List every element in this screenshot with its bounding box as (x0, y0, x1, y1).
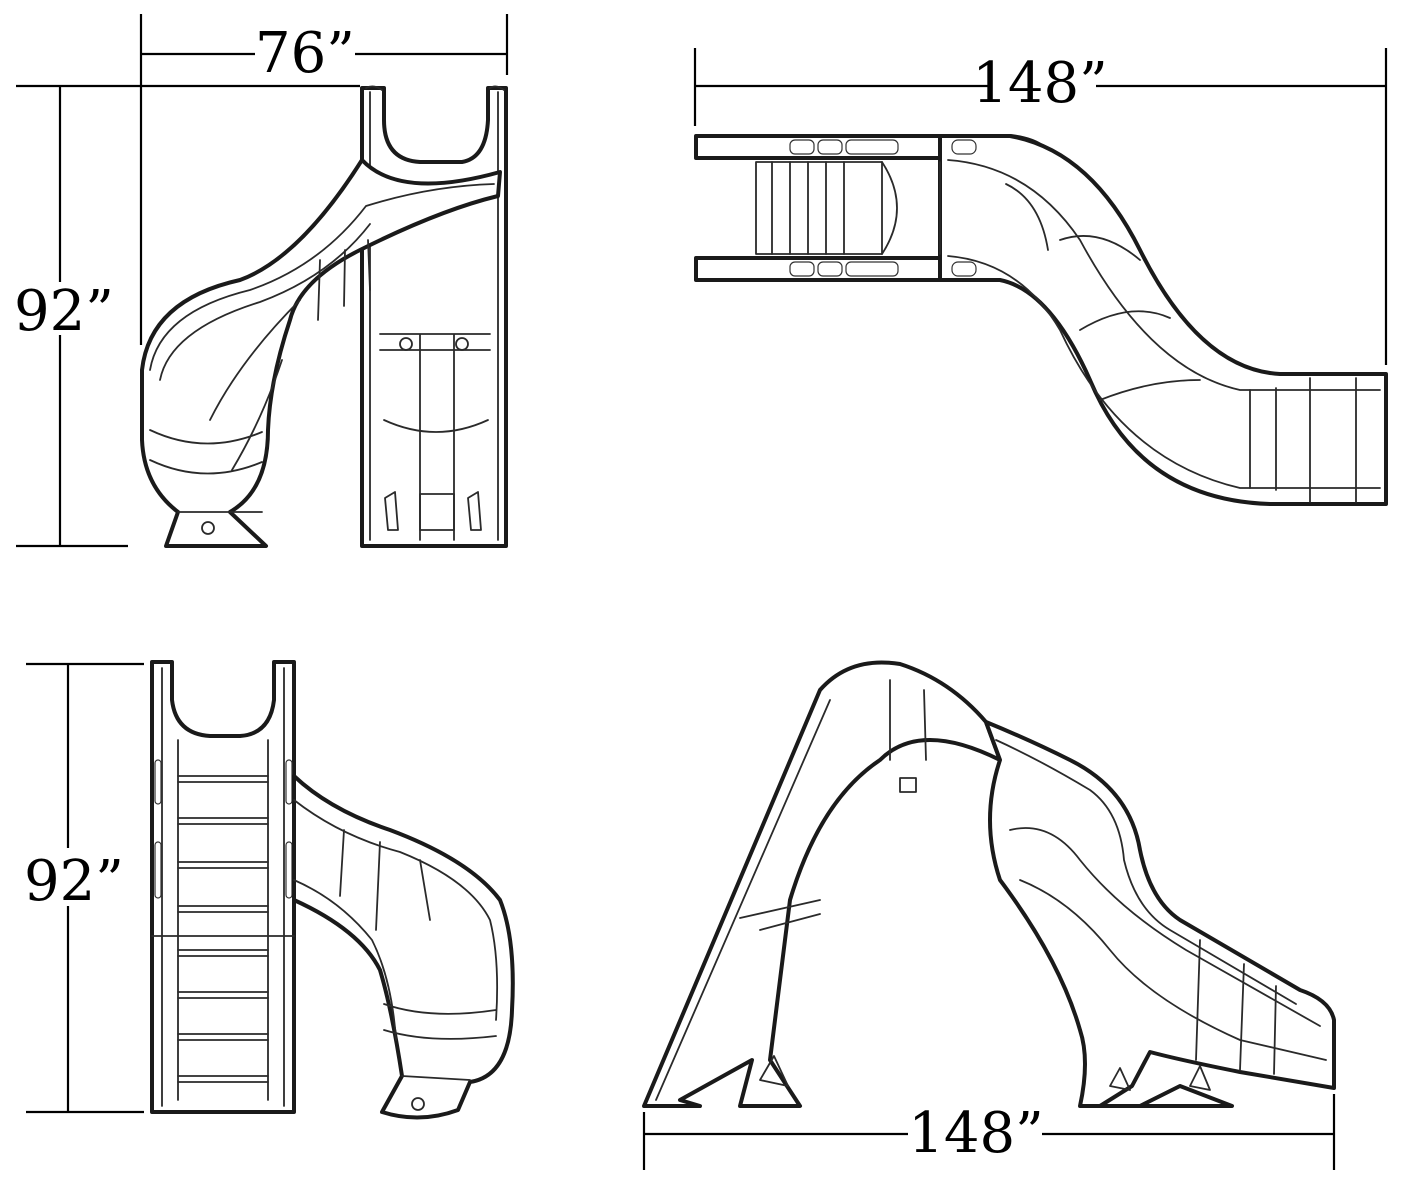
front-view: 76” 92” (14, 14, 509, 548)
length-dimension-bottom: 148” (642, 1094, 1336, 1170)
side-height-label: 92” (24, 849, 124, 914)
profile-view: 148” (642, 660, 1336, 1170)
height-dimension: 92” (14, 84, 360, 548)
width-dimension-label: 76” (255, 21, 355, 86)
side-view-ladder (150, 660, 296, 1114)
length-dimension-top: 148” (693, 48, 1388, 365)
height-dimension-bottom: 92” (24, 662, 144, 1114)
side-view: 92” (24, 660, 515, 1120)
top-view-slide (694, 134, 1388, 506)
side-view-flume (292, 774, 515, 1120)
slide-flume (140, 158, 502, 548)
profile-view-slide (642, 660, 1336, 1108)
profile-length-label: 148” (908, 1101, 1044, 1166)
height-dimension-label: 92” (14, 279, 114, 344)
top-length-label: 148” (972, 51, 1108, 116)
ladder-column (360, 85, 508, 548)
width-dimension: 76” (139, 14, 509, 345)
top-view: 148” (693, 48, 1388, 506)
